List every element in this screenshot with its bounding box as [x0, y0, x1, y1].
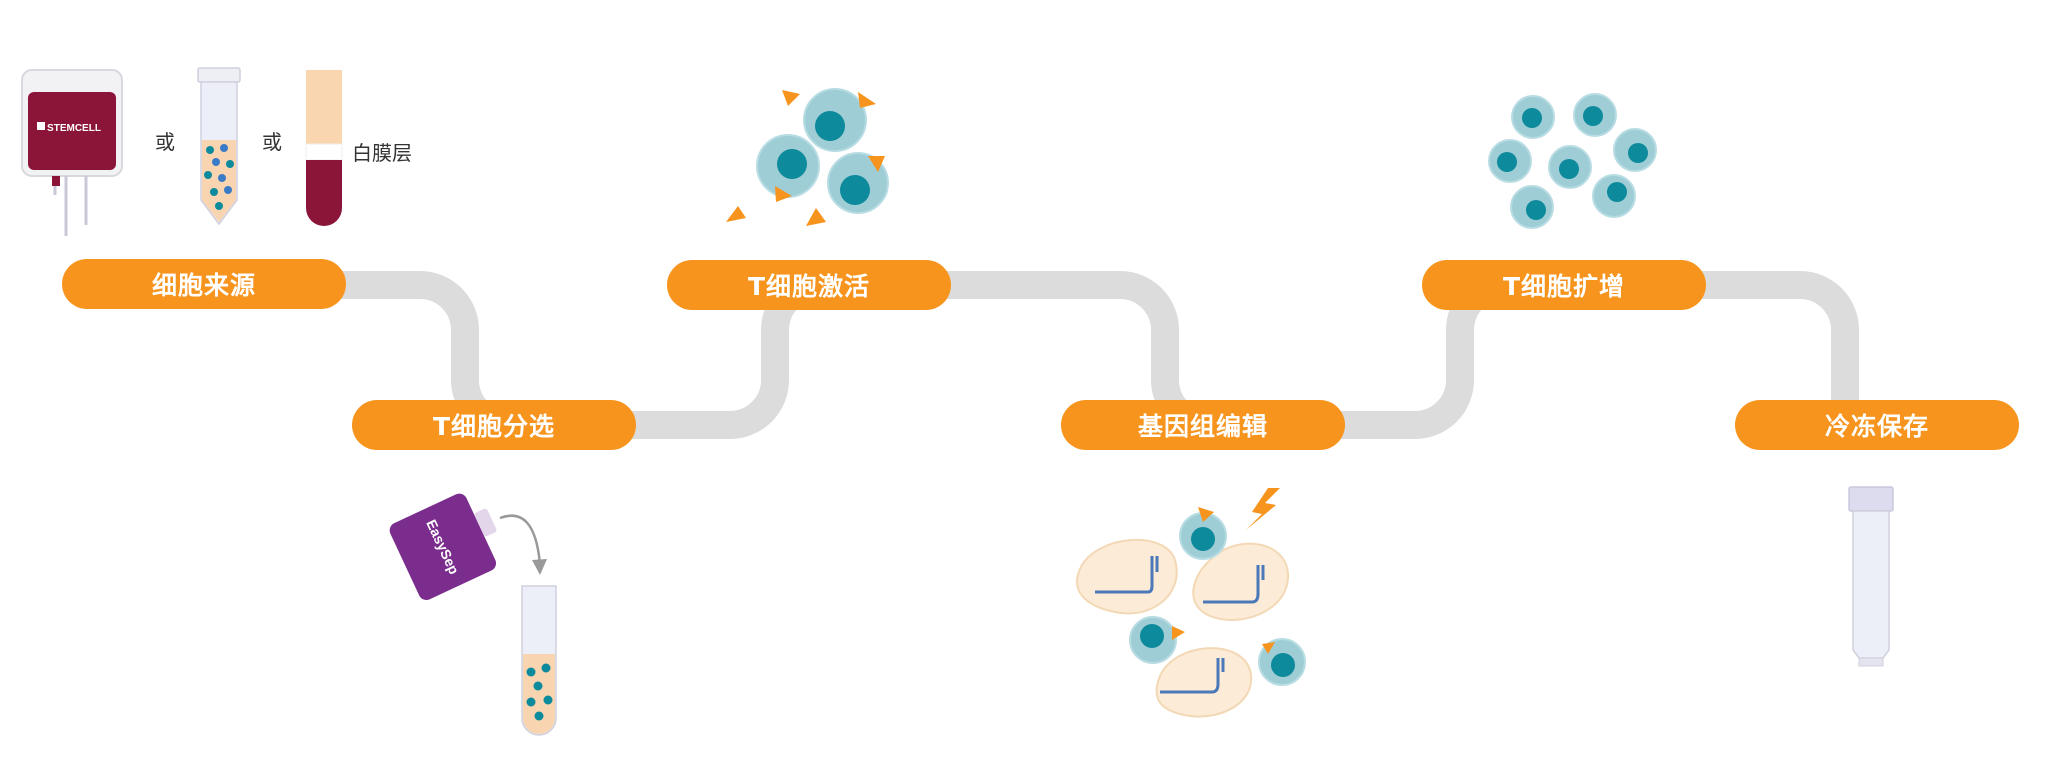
cell-tube-icon [197, 67, 241, 226]
stage-t-cell-separation: T细胞分选 [352, 400, 636, 450]
activated-cells-icon [726, 88, 889, 226]
or-label-1: 或 [155, 130, 175, 154]
easysep-magnet-icon: EasySep [389, 493, 497, 600]
isolated-cells-tube-icon [521, 585, 557, 736]
stage-t-cell-activation: T细胞激活 [667, 260, 951, 310]
blood-bag-brand: STEMCELL [47, 123, 101, 134]
tube-cells [204, 144, 234, 210]
or-label-2: 或 [262, 130, 282, 154]
stage-cell-source: 细胞来源 [62, 259, 346, 309]
lightning-icon [1246, 488, 1280, 530]
stage-genome-editing: 基因组编辑 [1061, 400, 1345, 450]
blood-bag-icon: STEMCELL [21, 69, 123, 236]
expanded-cells-icon [1488, 93, 1657, 229]
stage-t-cell-expansion: T细胞扩增 [1422, 260, 1706, 310]
gene-editing-cells-icon [1076, 507, 1306, 718]
track-segment-5 [1700, 271, 1859, 420]
blood-tube-icon [305, 70, 343, 226]
cryovial-icon [1848, 486, 1894, 667]
curved-arrow-icon [499, 514, 542, 566]
stage-cryopreservation: 冷冻保存 [1735, 400, 2019, 450]
buffy-coat-label: 白膜层 [352, 141, 412, 165]
